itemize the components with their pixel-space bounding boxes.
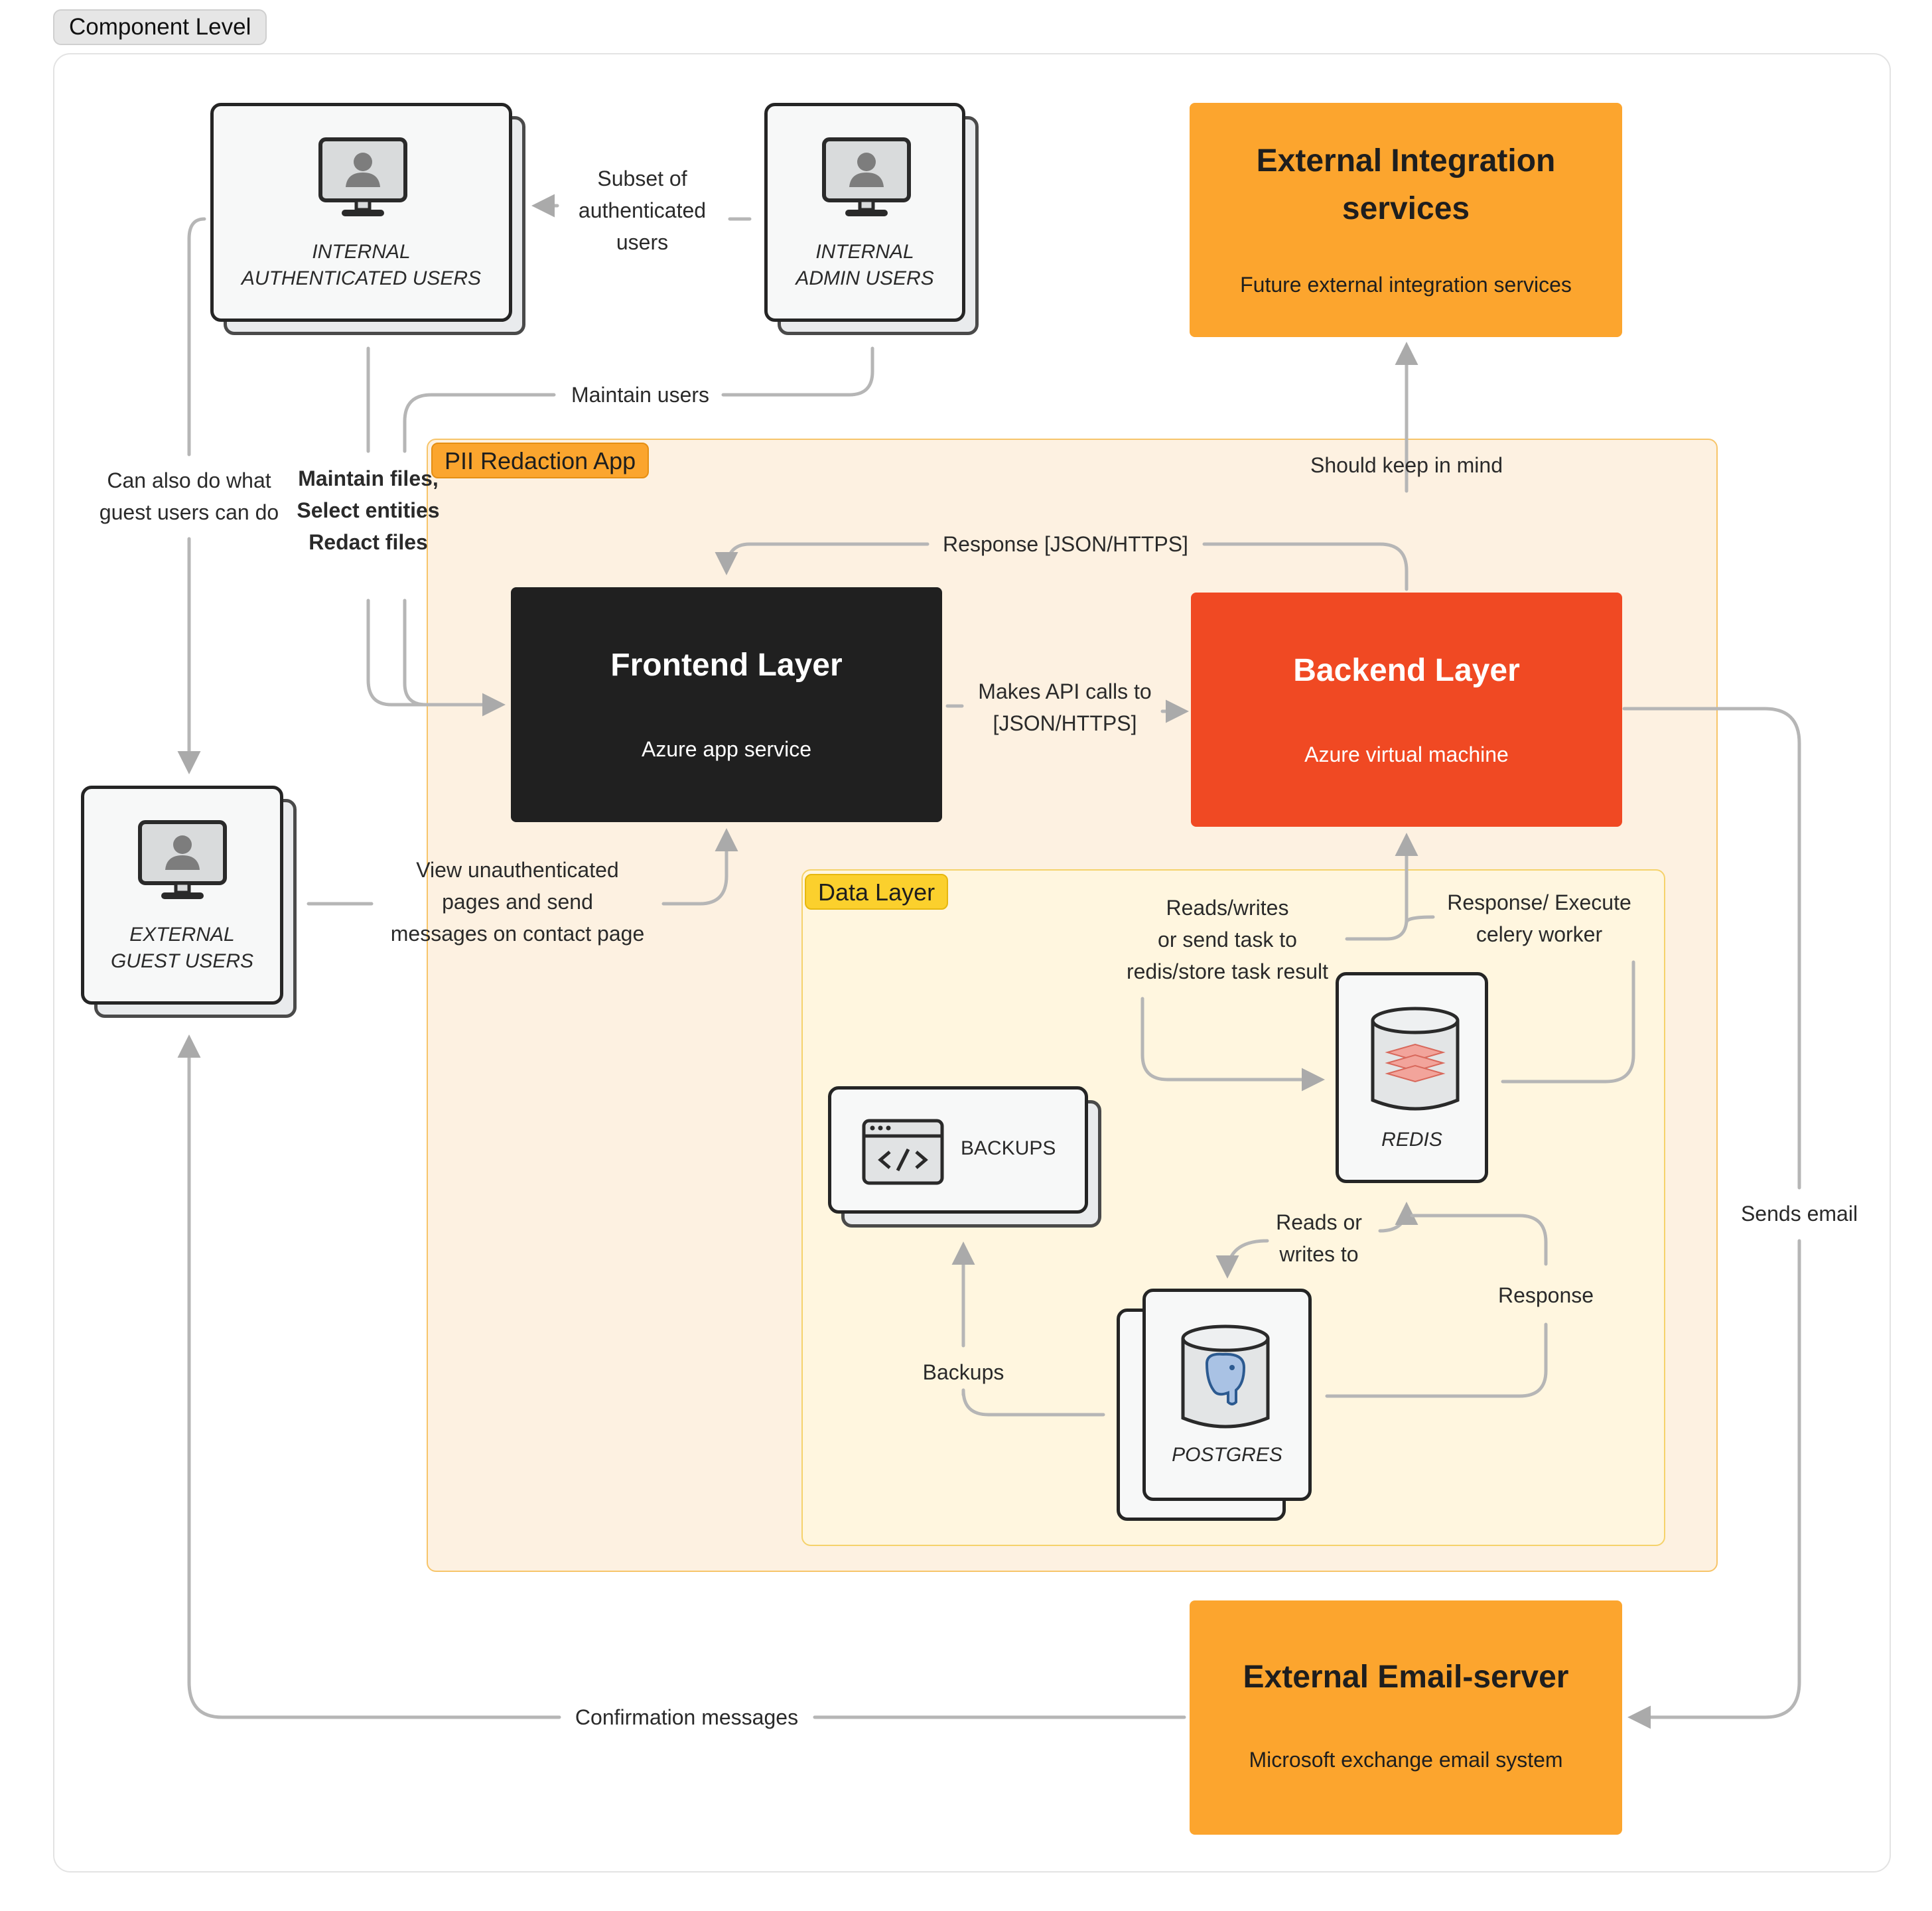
edge-sends-email <box>1622 707 1801 1190</box>
code-window-icon <box>862 1119 944 1185</box>
edge-label-response-execute: Response/ Execute celery worker <box>1447 890 1631 946</box>
edge-response-json <box>1202 542 1409 591</box>
box-subtitle: Azure virtual machine <box>1304 743 1509 766</box>
box-subtitle: Azure app service <box>641 737 812 761</box>
actor-label-line: AUTHENTICATED USERS <box>241 267 482 289</box>
box-title: Frontend Layer <box>610 648 843 683</box>
box-subtitle: Microsoft exchange email system <box>1249 1748 1563 1772</box>
edge-label-subset: Subset of authenticated users <box>578 167 707 254</box>
actor-label-line: ADMIN USERS <box>795 267 934 289</box>
backend-layer-box: Backend Layer Azure virtual machine <box>1191 593 1622 827</box>
box-subtitle: Future external integration services <box>1240 273 1572 297</box>
edge-maintain-users <box>721 346 874 397</box>
actor-label-line: GUEST USERS <box>110 950 254 972</box>
postgres-cylinder-icon <box>1181 1324 1270 1429</box>
store-label: BACKUPS <box>961 1137 1056 1159</box>
edge-response-execute <box>1501 960 1635 1084</box>
actor-label-line: INTERNAL <box>312 241 411 263</box>
edge-label-can-also: Can also do what guest users can do <box>99 468 279 524</box>
external-integration-box: External Integration services Future ext… <box>1190 103 1622 337</box>
edge-label-confirmation: Confirmation messages <box>575 1705 799 1729</box>
edge-label-maintain-users: Maintain users <box>571 383 710 407</box>
postgres-card: POSTGRES <box>1142 1289 1312 1501</box>
internal-auth-users-card: INTERNAL AUTHENTICATED USERS <box>210 103 512 322</box>
monitor-user-icon <box>318 137 407 216</box>
edge-response <box>1325 1322 1548 1398</box>
frame-title: Component Level <box>53 9 267 45</box>
external-email-server-box: External Email-server Microsoft exchange… <box>1190 1600 1622 1835</box>
store-label: POSTGRES <box>1172 1444 1282 1466</box>
actor-label-line: EXTERNAL <box>129 924 235 946</box>
monitor-user-icon <box>138 820 227 899</box>
internal-admin-users-card: INTERNAL ADMIN USERS <box>764 103 965 322</box>
redis-card: REDIS <box>1336 972 1488 1183</box>
actor-label-line: INTERNAL <box>815 241 914 263</box>
edge-reads-or-writes <box>1378 1202 1418 1233</box>
box-title-line: External Integration <box>1256 143 1556 178</box>
redis-cylinder-icon <box>1371 1007 1460 1111</box>
edge-label-reads-or-writes: Reads or writes to <box>1276 1210 1362 1266</box>
external-guest-users-card: EXTERNAL GUEST USERS <box>81 786 283 1005</box>
edge-label-backups: Backups <box>922 1360 1004 1384</box>
edge-label-should-keep: Should keep in mind <box>1310 453 1503 477</box>
box-title-line: services <box>1342 191 1470 226</box>
edge-backups <box>961 1388 1105 1417</box>
edge-label-api-calls: Makes API calls to [JSON/HTTPS] <box>978 679 1152 735</box>
edge-can-also <box>187 217 206 457</box>
data-layer-label: Data Layer <box>805 874 949 910</box>
edge-label-response-json: Response [JSON/HTTPS] <box>943 532 1188 556</box>
edge-label-response: Response <box>1497 1283 1594 1307</box>
edge-label-sends-email: Sends email <box>1740 1202 1858 1226</box>
frontend-layer-box: Frontend Layer Azure app service <box>511 587 942 822</box>
edge-label-view-unauth: View unauthenticated pages and send mess… <box>390 858 645 946</box>
edge-reads-writes-redis <box>1345 833 1418 941</box>
box-title: External Email-server <box>1243 1660 1569 1695</box>
edge-label-reads-writes-redis: Reads/writes or send task to redis/store… <box>1126 896 1329 983</box>
backups-card: BACKUPS <box>828 1086 1088 1214</box>
store-label: REDIS <box>1381 1129 1442 1151</box>
box-title: Backend Layer <box>1293 653 1520 688</box>
monitor-user-icon <box>822 137 911 216</box>
edge-label-maintain-files: Maintain files, Select entities Redact f… <box>297 466 440 554</box>
pii-redaction-app-label: PII Redaction App <box>431 443 650 478</box>
